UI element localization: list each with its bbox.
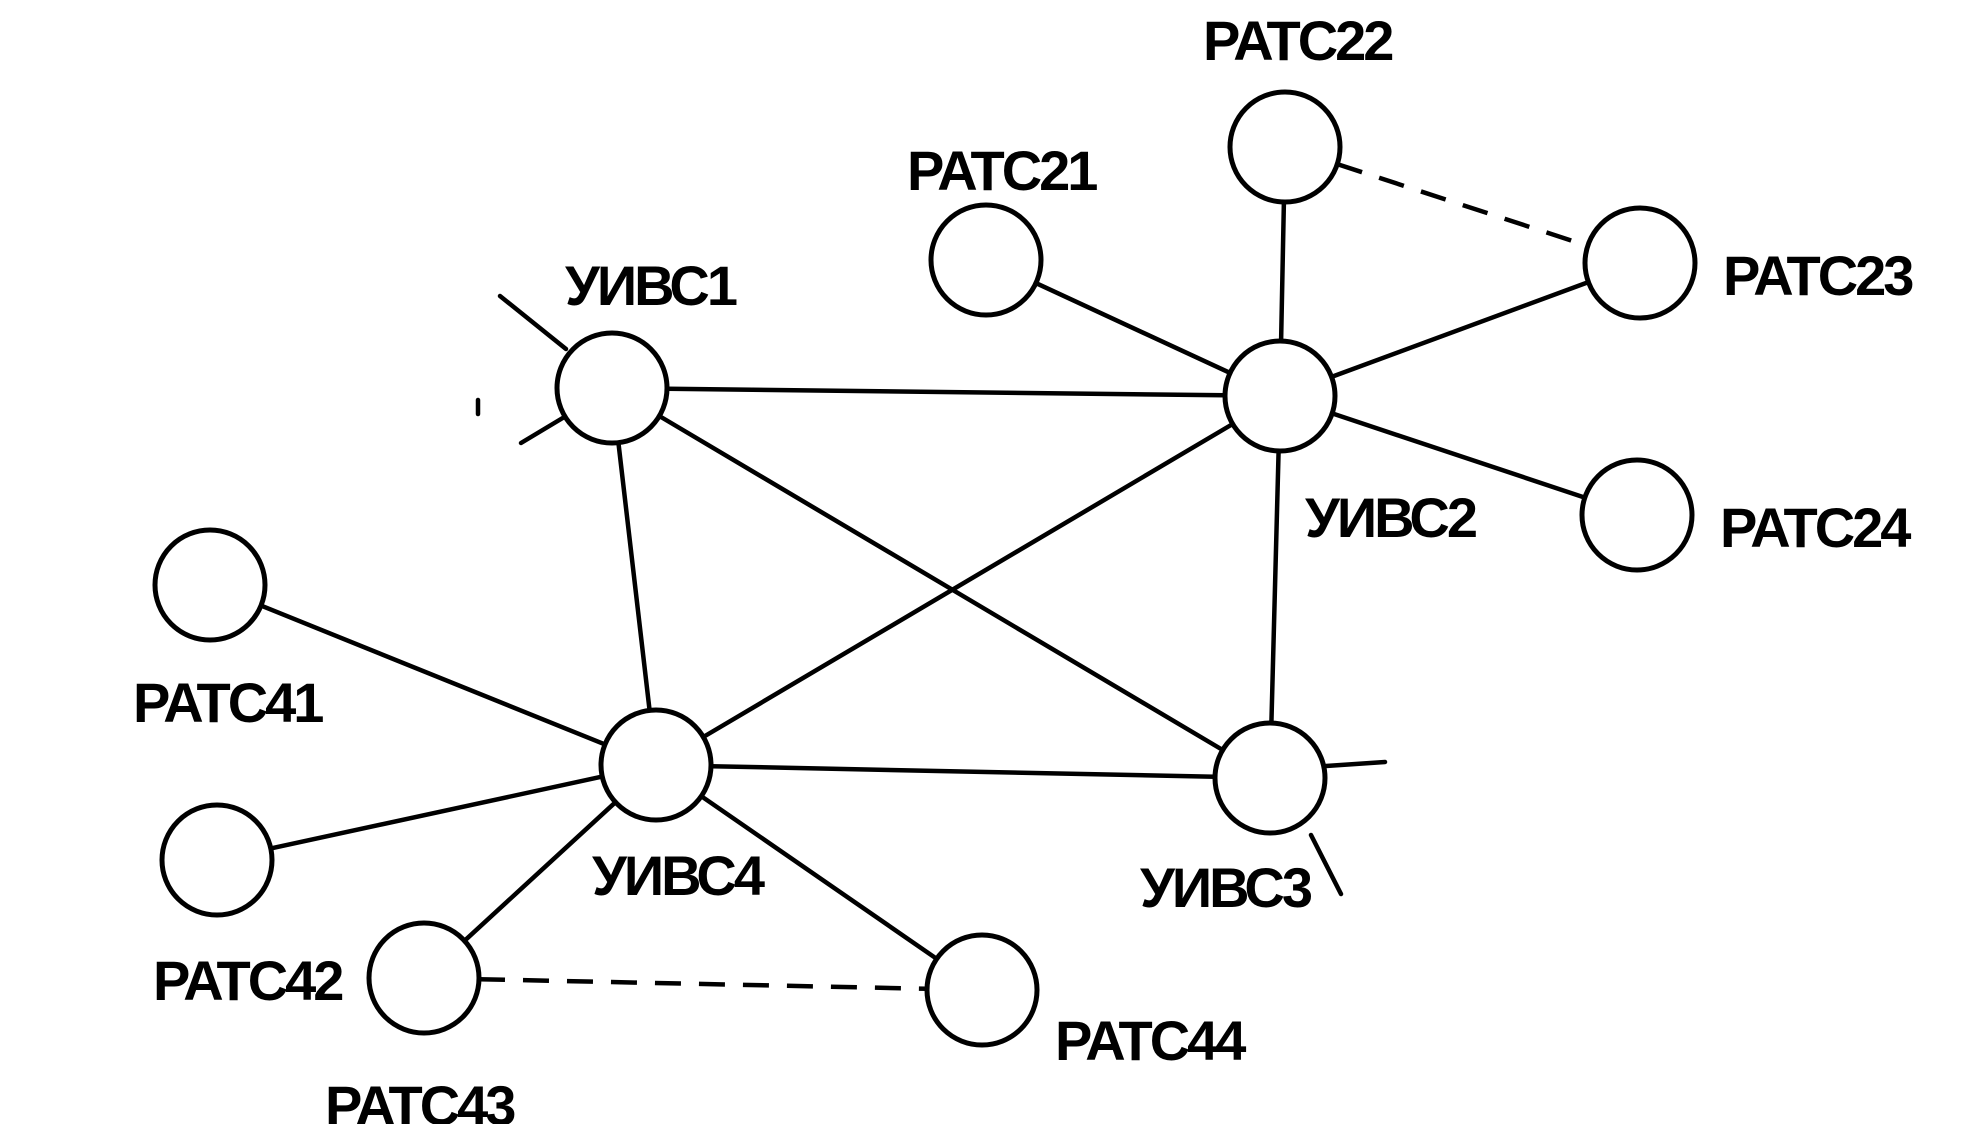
node-ratc24 <box>1579 457 1695 573</box>
stub-uivs3-lower <box>1308 832 1344 897</box>
node-uivs4 <box>598 707 714 823</box>
edge-uivs2-uivs3 <box>1269 448 1281 726</box>
edge-uivs3-uivs4 <box>708 763 1218 780</box>
edge-uivs1-uivs2 <box>664 386 1228 398</box>
node-uivs1 <box>554 330 670 446</box>
edge-ratc43-ratc44 <box>478 976 928 992</box>
edge-uivs4-ratc42 <box>268 774 605 851</box>
edges-layer <box>258 161 1591 992</box>
node-ratc44 <box>924 932 1040 1048</box>
node-uivs3 <box>1212 720 1328 836</box>
edge-uivs2-ratc23 <box>1329 279 1591 380</box>
edge-uivs4-ratc43 <box>462 799 618 944</box>
node-ratc42 <box>159 802 275 918</box>
node-label-ratc21: PATC21 <box>907 139 1097 202</box>
node-ratc21 <box>928 202 1044 318</box>
node-label-uivs3: УИВС3 <box>1140 856 1312 919</box>
node-label-ratc24: PATC24 <box>1720 496 1911 559</box>
node-label-ratc41: PATC41 <box>133 671 323 734</box>
node-ratc22 <box>1227 89 1343 205</box>
node-label-uivs1: УИВС1 <box>565 254 737 317</box>
stub-uivs3-right <box>1323 759 1388 769</box>
node-label-ratc43: PATC43 <box>325 1074 515 1124</box>
node-ratc43 <box>366 920 482 1036</box>
edge-uivs2-ratc22 <box>1278 199 1287 344</box>
node-label-ratc42: PATC42 <box>153 949 342 1012</box>
stub-uivs1-lower <box>518 413 569 446</box>
node-label-ratc44: PATC44 <box>1055 1009 1246 1072</box>
node-label-ratc23: PATC23 <box>1723 244 1913 307</box>
node-ratc23 <box>1582 205 1698 321</box>
edge-uivs2-ratc24 <box>1329 411 1588 500</box>
node-label-ratc22: PATC22 <box>1203 9 1392 72</box>
edge-uivs4-ratc44 <box>699 793 939 962</box>
edge-uivs1-uivs4 <box>616 440 652 713</box>
node-label-uivs4: УИВС4 <box>592 844 765 907</box>
nodes-layer <box>152 89 1698 1048</box>
edge-uivs2-ratc21 <box>1033 280 1233 376</box>
node-ratc41 <box>152 527 268 643</box>
edge-uivs4-ratc41 <box>258 603 608 747</box>
edge-uivs2-uivs4 <box>701 421 1235 740</box>
node-uivs2 <box>1222 338 1338 454</box>
edge-ratc22-ratc23 <box>1336 161 1589 249</box>
node-label-uivs2: УИВС2 <box>1305 486 1476 549</box>
edge-uivs1-uivs3 <box>657 413 1225 753</box>
stub-uivs1-upper <box>497 293 569 352</box>
